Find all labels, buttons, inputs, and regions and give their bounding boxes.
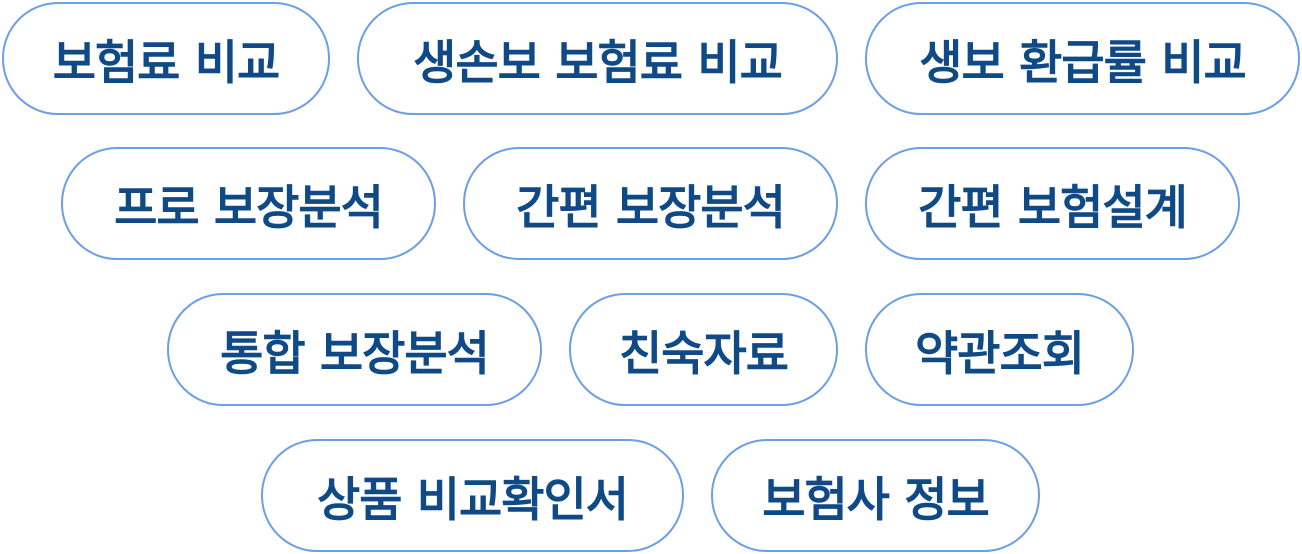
simple-insurance-design-button[interactable]: 간편 보험설계 bbox=[865, 147, 1240, 260]
life-nonlife-premium-compare-button[interactable]: 생손보 보험료 비교 bbox=[357, 2, 838, 115]
terms-lookup-button[interactable]: 약관조회 bbox=[865, 293, 1134, 406]
product-compare-confirmation-button[interactable]: 상품 비교확인서 bbox=[261, 439, 684, 552]
insurer-info-button[interactable]: 보험사 정보 bbox=[711, 439, 1040, 552]
familiar-materials-button[interactable]: 친숙자료 bbox=[569, 293, 838, 406]
simple-coverage-analysis-button[interactable]: 간편 보장분석 bbox=[463, 147, 838, 260]
life-refund-rate-compare-button[interactable]: 생보 환급률 비교 bbox=[865, 2, 1300, 115]
integrated-coverage-analysis-button[interactable]: 통합 보장분석 bbox=[167, 293, 542, 406]
premium-compare-button[interactable]: 보험료 비교 bbox=[2, 2, 330, 115]
pro-coverage-analysis-button[interactable]: 프로 보장분석 bbox=[61, 147, 436, 260]
